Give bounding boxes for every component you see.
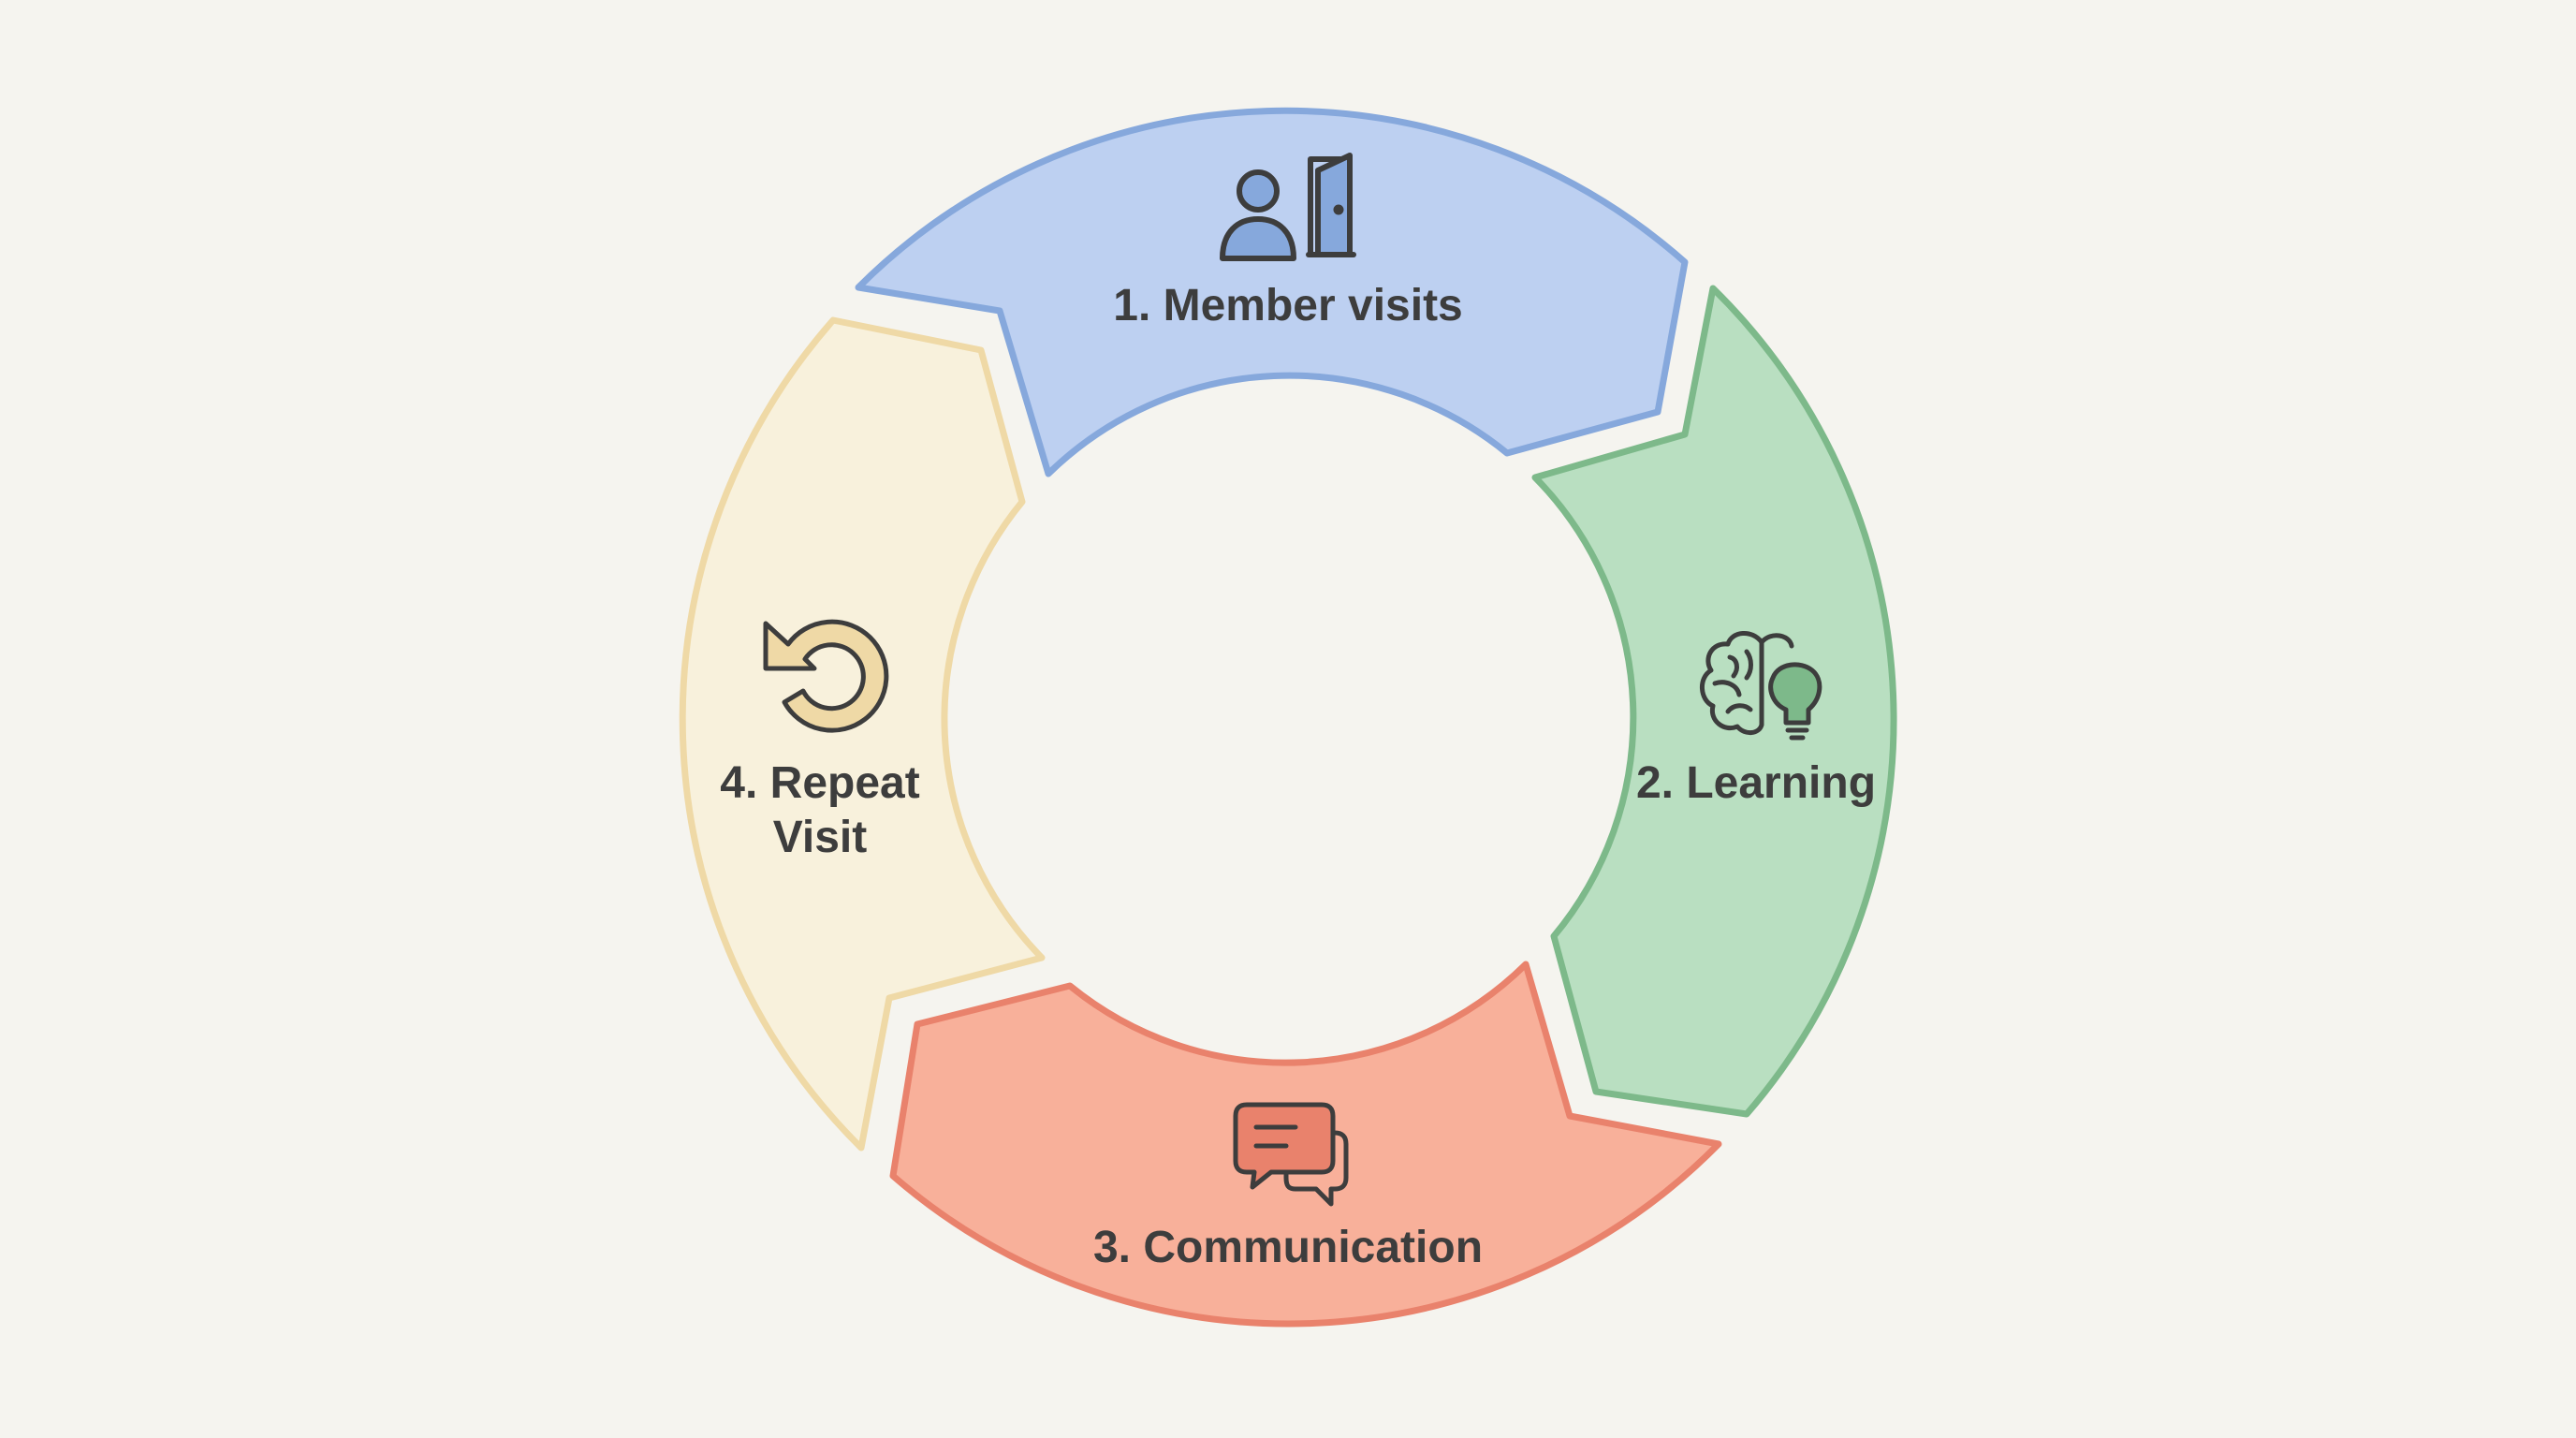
chat-bubbles-icon <box>1233 1102 1349 1207</box>
step-label-learning: 2. Learning <box>1636 758 1876 808</box>
segment-member-visits <box>855 107 1689 477</box>
segment-repeat-visit <box>679 316 1046 1152</box>
step-label-repeat-visit-line2: Visit <box>773 813 868 862</box>
person-door-icon <box>1220 153 1356 261</box>
brain-lightbulb-icon <box>1700 631 1822 741</box>
step-label-communication: 3. Communication <box>1093 1223 1483 1272</box>
segment-learning <box>1531 285 1897 1118</box>
step-label-repeat-visit-line1: 4. Repeat <box>720 758 919 808</box>
repeat-arrow-icon <box>763 619 889 733</box>
step-label-member-visits: 1. Member visits <box>1113 281 1463 330</box>
